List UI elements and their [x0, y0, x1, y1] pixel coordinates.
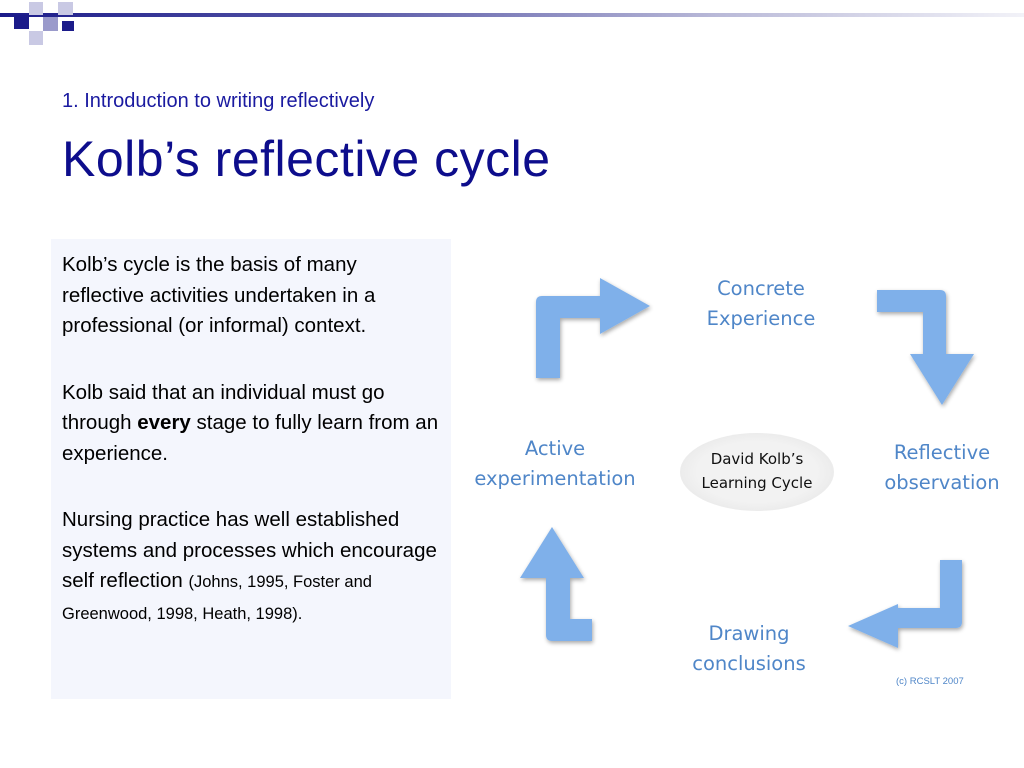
arrow-right-down: [877, 290, 974, 405]
header-square-dark: [62, 21, 74, 31]
para2-text: Kolb said that an individual must go thr…: [62, 380, 385, 435]
stage-drawing-conclusions: Drawing conclusions: [682, 619, 816, 679]
stage-reflective-observation: Reflective observation: [874, 438, 1010, 498]
paragraph-nursing-practice: Nursing practice has well established sy…: [62, 505, 439, 629]
stage-label-line: observation: [884, 471, 1000, 494]
stage-label-line: Reflective: [893, 441, 991, 464]
slide-title: Kolb’s reflective cycle: [62, 131, 551, 187]
slide-subtitle: 1. Introduction to writing reflectively: [62, 90, 375, 112]
stage-label-line: Experience: [706, 307, 816, 330]
arrow-down-left: [848, 560, 962, 648]
header-square-light: [58, 2, 73, 15]
stage-active-experimentation: Active experimentation: [462, 434, 648, 494]
center-label-line: David Kolb’s: [710, 450, 804, 468]
stage-concrete-experience: Concrete Experience: [698, 274, 824, 334]
stage-label-line: conclusions: [692, 652, 806, 675]
header-gradient-bar: [0, 13, 1024, 17]
copyright-notice: (c) RCSLT 2007: [896, 676, 964, 687]
body-text-panel: Kolb’s cycle is the basis of many reflec…: [51, 239, 451, 699]
center-label: David Kolb’s Learning Cycle: [680, 447, 834, 495]
citation: (Johns, 1995, Foster and Greenwood, 1998…: [62, 573, 372, 623]
emphasis-every: every: [137, 411, 191, 434]
stage-label-line: Concrete: [717, 277, 805, 300]
stage-label-line: Drawing: [708, 622, 790, 645]
header-square-mid: [43, 17, 58, 31]
header-square-dark: [14, 15, 29, 29]
center-ellipse: [680, 433, 834, 511]
paragraph-every-stage: Kolb said that an individual must go thr…: [62, 378, 439, 470]
center-label-line: Learning Cycle: [701, 474, 813, 492]
para2-text-end: stage to fully learn from an experience.: [62, 411, 439, 465]
paragraph-kolb-basis: Kolb’s cycle is the basis of many reflec…: [62, 253, 376, 337]
stage-label-line: Active: [524, 437, 586, 460]
arrow-left-up: [520, 527, 592, 641]
para3-text: Nursing practice has well established sy…: [62, 508, 437, 592]
stage-label-line: experimentation: [474, 467, 636, 490]
header-square-light: [29, 2, 43, 15]
arrow-up-right: [536, 278, 650, 378]
header-square-light: [29, 31, 43, 45]
